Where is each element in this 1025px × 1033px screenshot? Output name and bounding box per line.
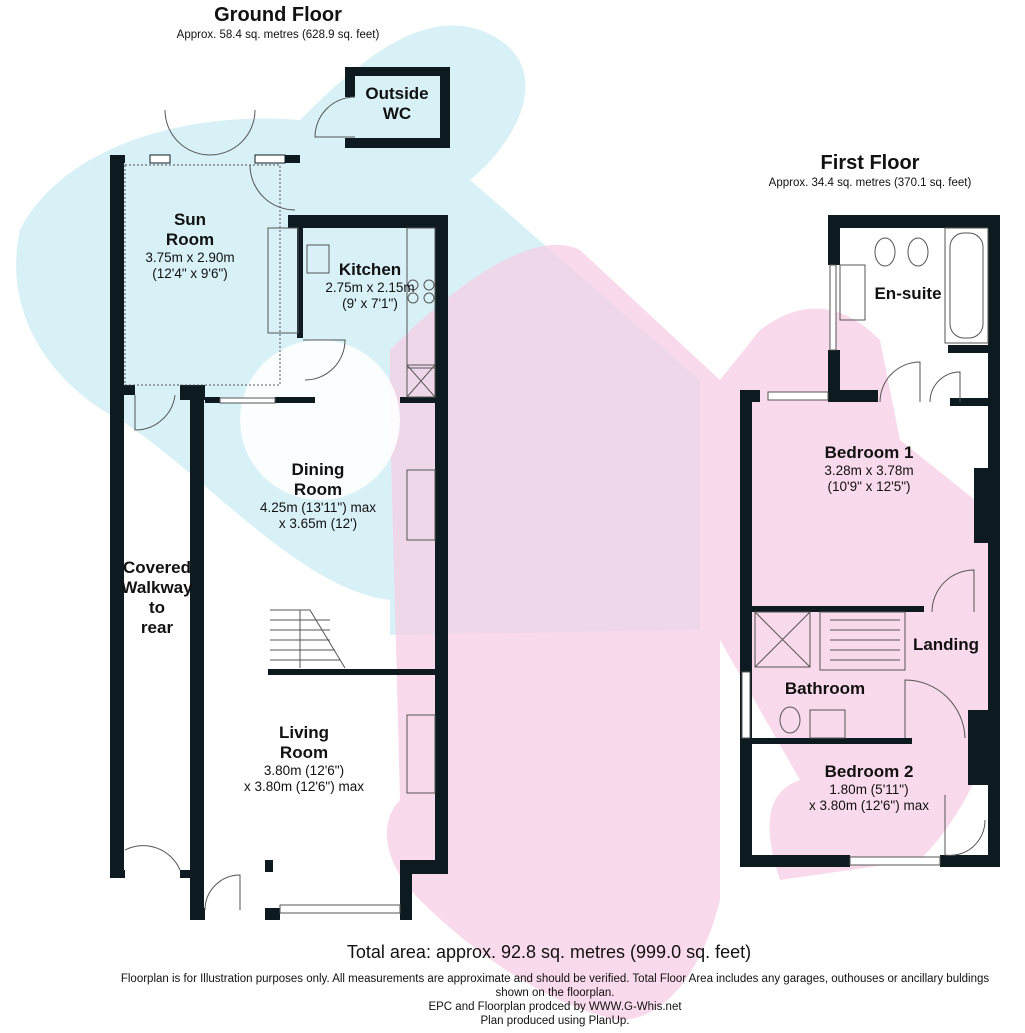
room-name-line: En-suite xyxy=(874,284,942,303)
room-dimension: (9' x 7'1") xyxy=(342,296,398,311)
room-dimension: 3.28m x 3.78m xyxy=(824,463,914,478)
room-dimension: x 3.80m (12'6") max xyxy=(809,798,929,813)
room-dimension: (12'4" x 9'6") xyxy=(152,266,228,281)
room-name-line: Bedroom 2 xyxy=(824,762,914,781)
room-bedroom-1: Bedroom 1 3.28m x 3.78m (10'9" x 12'5") xyxy=(824,443,913,495)
room-name-line: Room xyxy=(279,743,329,762)
software-line: Plan produced using PlanUp. xyxy=(480,1015,630,1027)
room-outside-wc: Outside WC xyxy=(365,84,428,124)
room-name-line: Outside xyxy=(365,84,429,103)
total-area: Total area: approx. 92.8 sq. metres (999… xyxy=(346,942,752,962)
credit-line: EPC and Floorplan prodced by WWW.G-Whis.… xyxy=(428,1001,682,1013)
room-name-line: rear xyxy=(140,618,174,637)
room-dimension: 1.80m (5'11") xyxy=(829,782,909,797)
room-dimension: 3.75m x 2.90m xyxy=(145,250,235,265)
disclaimer-line-2: shown on the floorplan. xyxy=(495,987,615,999)
room-dimension: 2.75m x 2.15m xyxy=(325,280,415,295)
room-bathroom: Bathroom xyxy=(785,679,865,699)
ground-floor-walls xyxy=(110,67,450,920)
room-name-line: Bathroom xyxy=(784,679,866,698)
first-floor-fixtures xyxy=(741,227,989,866)
room-name-line: Living xyxy=(278,723,330,742)
ground-floor-fixtures xyxy=(124,96,436,914)
room-living-room: Living Room 3.80m (12'6") x 3.80m (12'6"… xyxy=(244,723,364,795)
room-dimension: 3.80m (12'6") xyxy=(263,763,345,778)
ground-floor-area: Approx. 58.4 sq. metres (628.9 sq. feet) xyxy=(176,29,380,41)
room-dimension: 4.25m (13'11") max xyxy=(260,500,376,515)
room-name-line: WC xyxy=(382,104,412,123)
room-name-line: to xyxy=(148,598,166,617)
room-sun-room: Sun Room 3.75m x 2.90m (12'4" x 9'6") xyxy=(145,210,234,282)
room-name-line: Room xyxy=(293,480,343,499)
room-name-line: Sun xyxy=(173,210,207,229)
first-floor-area: Approx. 34.4 sq. metres (370.1 sq. feet) xyxy=(768,177,972,189)
room-name-line: Landing xyxy=(912,635,980,654)
room-name-line: Kitchen xyxy=(338,260,402,279)
room-name-line: Dining xyxy=(291,460,345,479)
room-landing: Landing xyxy=(913,635,979,655)
room-name-line: Room xyxy=(165,230,215,249)
room-dimension: (10'9" x 12'5") xyxy=(827,479,911,494)
room-covered-walkway: Covered Walkway to rear xyxy=(121,558,192,638)
room-kitchen: Kitchen 2.75m x 2.15m (9' x 7'1") xyxy=(325,260,414,312)
room-dining-room: Dining Room 4.25m (13'11") max x 3.65m (… xyxy=(260,460,376,532)
room-en-suite: En-suite xyxy=(874,284,941,304)
room-name-line: Walkway xyxy=(121,578,193,597)
room-name-line: Bedroom 1 xyxy=(824,443,914,462)
ground-floor-title: Ground Floor xyxy=(214,4,342,26)
room-name-line: Covered xyxy=(122,558,192,577)
first-floor-walls xyxy=(740,215,1000,867)
first-floor-title: First Floor xyxy=(820,152,920,174)
watermark-pink-shape xyxy=(386,244,1000,1020)
room-dimension: x 3.80m (12'6") max xyxy=(244,779,364,794)
room-bedroom-2: Bedroom 2 1.80m (5'11") x 3.80m (12'6") … xyxy=(809,762,929,814)
disclaimer-line-1: Floorplan is for Illustration purposes o… xyxy=(120,973,990,985)
room-dimension: x 3.65m (12') xyxy=(278,516,358,531)
